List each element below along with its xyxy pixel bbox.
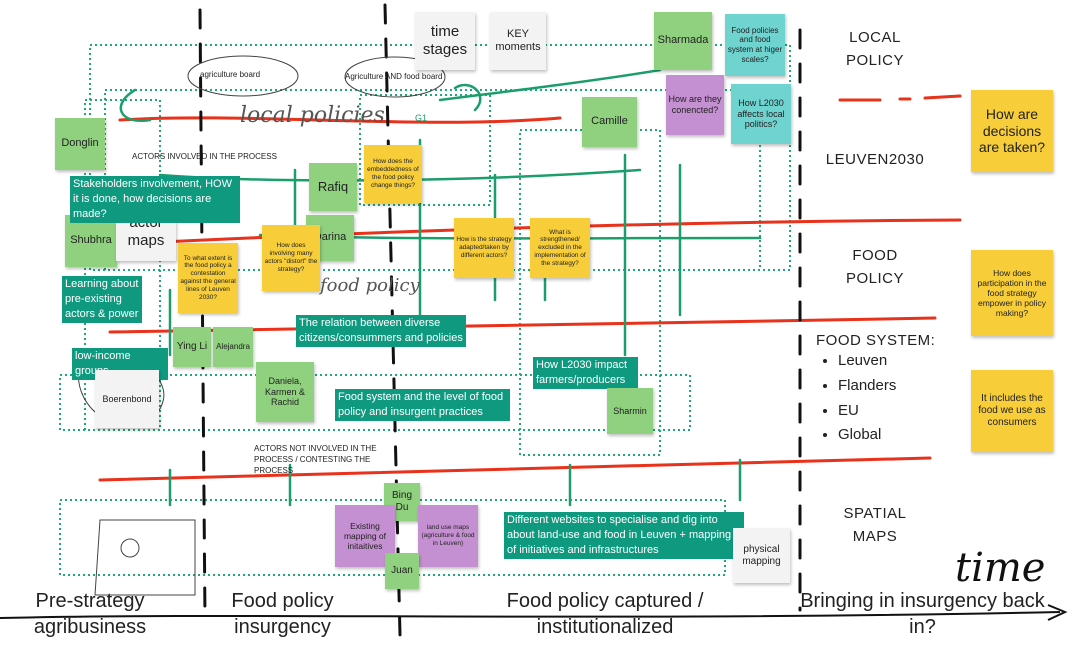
actors-not-involved-label: ACTORS NOT INVOLVED IN THE PROCESS / CON… (254, 444, 377, 476)
l2030-local-note: How L2030 affects local politics? (731, 84, 791, 144)
stage-captured: Food policy captured / institutionalized (506, 590, 704, 638)
learning-band: Learning about pre-existing actors & pow… (62, 276, 142, 323)
camille-note: Camille (582, 97, 637, 147)
alejandra-note: Alejandra (213, 327, 253, 367)
extent-note: To what extent is the food policy a cont… (178, 243, 238, 313)
layer-leuven2030: LEUVEN2030 (825, 151, 925, 168)
food-system-leuven: Leuven (838, 349, 946, 374)
ying-li-note: Ying Li (173, 327, 211, 367)
food-policy-scrawl: food policy (320, 275, 420, 296)
decisions-note: How are decisions are taken? (971, 90, 1053, 172)
layer-food-system: FOOD SYSTEM: Leuven Flanders EU Global (816, 332, 946, 448)
daniela-note: Daniela, Karmen & Rachid (256, 362, 314, 422)
stage-bringing: Bringing in insurgency back in? (800, 590, 1045, 638)
juan-note: Juan (385, 553, 419, 589)
stakeholders-band: Stakeholders involvement, HOW it is done… (70, 176, 240, 223)
includes-food-note: It includes the food we use as consumers (971, 370, 1053, 452)
sharmin-note: Sharmin (607, 388, 653, 434)
layer-local-policy: LOCAL POLICY (845, 29, 905, 70)
arrow-h-3 (438, 68, 662, 102)
actors-involved-label: ACTORS INVOLVED IN THE PROCESS (132, 152, 277, 161)
agri-food-board-label: Agriculture AND food board (345, 72, 443, 81)
agriculture-board-label: agriculture board (200, 70, 261, 79)
stage-insurgency: Food policy insurgency (231, 590, 334, 638)
time-stages-note: time stages (415, 12, 475, 70)
key-moments-note: KEY moments (490, 12, 546, 70)
layer-food-policy: FOOD POLICY (845, 247, 905, 288)
l2030-impact-band: How L2030 impact farmers/producers (533, 357, 638, 389)
time-axis (0, 611, 1061, 619)
food-system-global: Global (838, 423, 946, 448)
donglin-note: Donglin (55, 118, 105, 170)
physical-mapping-note: physical mapping (733, 528, 790, 583)
sharmada-note: Sharmada (654, 12, 712, 70)
stage-pre-strategy: Pre-strategy agribusiness (33, 590, 147, 638)
red-line-local-right (838, 94, 962, 102)
food-system-title: FOOD SYSTEM: (816, 332, 936, 349)
arrow-loop-2 (453, 83, 482, 112)
embeddedness-note: How does the embeddedness of the food po… (364, 145, 422, 203)
divider-1 (198, 8, 207, 622)
g1-label: G1 (415, 113, 428, 123)
shubhra-note: Shubhra (65, 215, 117, 267)
participation-note: How does participation in the food strat… (971, 250, 1053, 336)
red-line-system (98, 456, 932, 482)
involving-note: How does involving many actors "distort"… (262, 225, 320, 291)
food-system-level-band: Food system and the level of food policy… (335, 389, 510, 421)
food-system-flanders: Flanders (838, 374, 946, 399)
time-scrawl: time (955, 545, 1046, 591)
strengthened-note: What is strengthened/ excluded in the im… (530, 218, 590, 278)
frame-inner (359, 94, 491, 206)
food-system-eu: EU (838, 399, 946, 424)
relation-band: The relation between diverse citizens/co… (296, 315, 466, 347)
frame-lower (59, 374, 691, 431)
adapted-note: How is the strategy adapted/taken by dif… (454, 218, 514, 278)
boerenbond-note: Boerenbond (95, 370, 159, 428)
time-axis-head (1047, 604, 1068, 621)
red-line-local (118, 116, 562, 124)
layer-spatial-maps: SPATIAL MAPS (843, 505, 907, 546)
rafiq-note: Rafiq (309, 163, 357, 211)
how-connected-note: How are they conencted? (666, 75, 724, 135)
food-policies-higher-note: Food policies and food system at higer s… (725, 14, 785, 76)
websites-band: Different websites to specialise and dig… (504, 512, 744, 559)
land-use-maps-note: land use maps (agriculture & food in Leu… (418, 505, 478, 567)
sketch-doodles (78, 55, 446, 596)
arrow-loop-1 (119, 88, 152, 123)
local-policies-scrawl: local policies (240, 103, 385, 128)
